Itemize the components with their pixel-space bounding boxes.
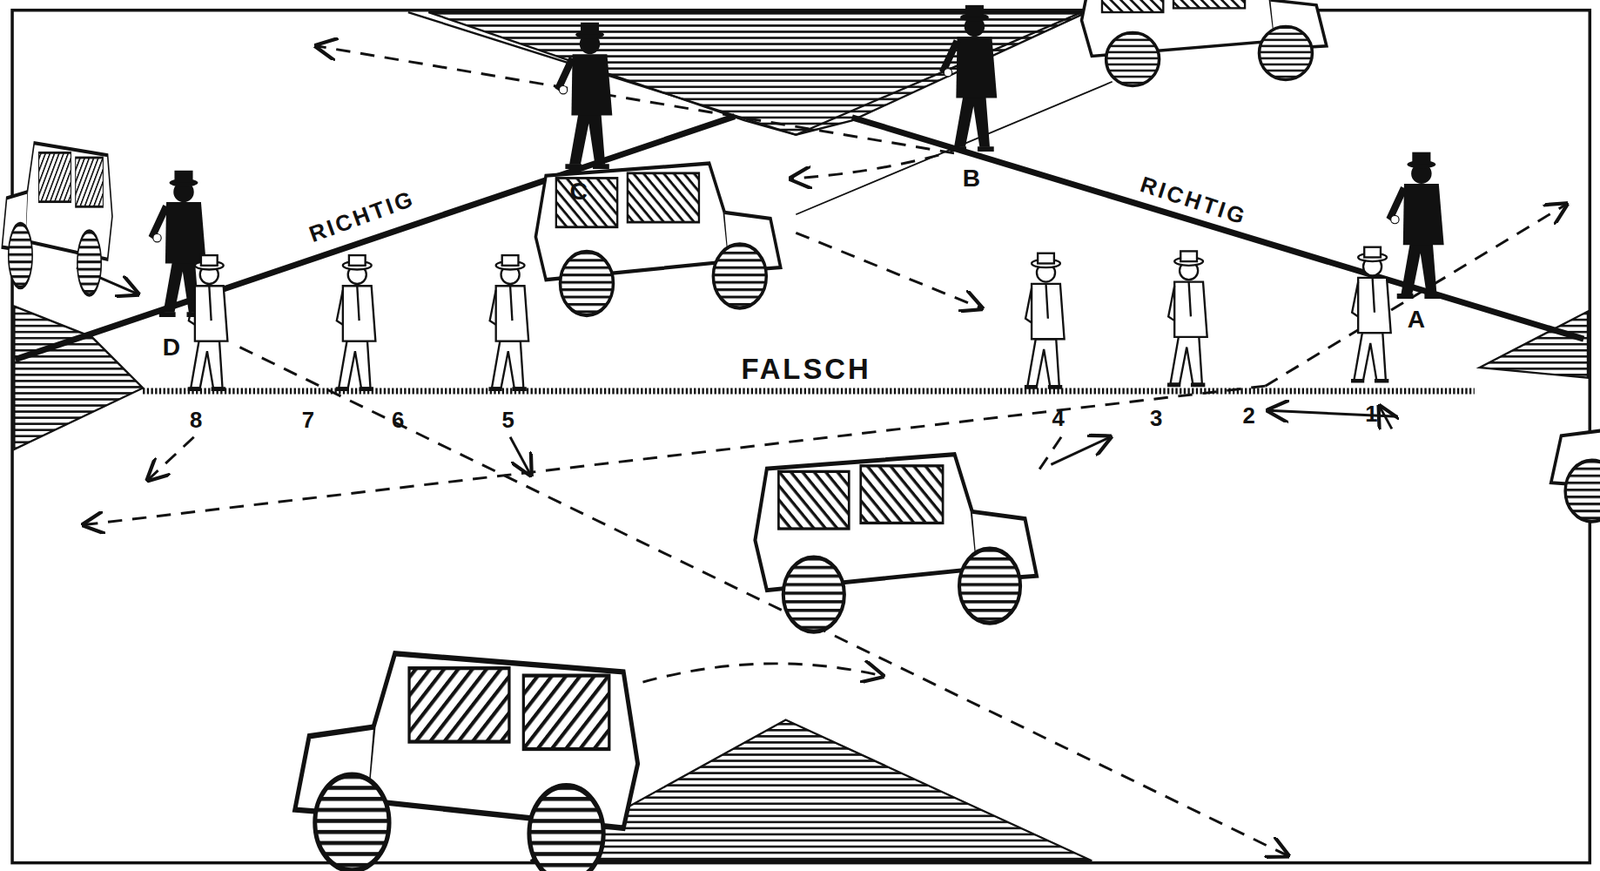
police-figure <box>943 5 997 149</box>
point-letter: A <box>1407 307 1426 332</box>
point-letter: C <box>569 179 587 204</box>
callout-number: 6 <box>391 409 404 432</box>
car <box>1 142 113 295</box>
correct-label: RICHTIG <box>306 187 418 247</box>
frame <box>12 10 1590 863</box>
point-letter: B <box>962 166 981 191</box>
pavement <box>13 306 143 450</box>
callout-number: 1 <box>1364 403 1378 426</box>
pedestrian <box>1024 253 1065 388</box>
pedestrian <box>1167 250 1208 385</box>
car <box>1551 383 1600 529</box>
callout-number: 3 <box>1149 407 1163 431</box>
callout-number: 8 <box>189 409 202 432</box>
pedestrian <box>336 255 377 390</box>
callout-number: 5 <box>502 409 515 432</box>
pedestrian <box>188 255 229 390</box>
police-figure <box>1391 152 1445 296</box>
car <box>295 652 639 871</box>
pedestrian <box>488 255 529 390</box>
path-lines <box>76 46 1567 856</box>
callout-number: 4 <box>1051 407 1064 431</box>
wrong-label: FALSCH <box>740 355 871 384</box>
curb-line <box>795 12 1082 135</box>
callout-number: 2 <box>1243 404 1256 428</box>
police-figure <box>558 22 612 167</box>
callout-number: 7 <box>302 409 315 432</box>
point-letter: D <box>162 334 181 359</box>
car <box>754 454 1037 632</box>
car <box>1082 0 1327 86</box>
pedestrian <box>1351 247 1392 382</box>
car <box>535 163 780 316</box>
